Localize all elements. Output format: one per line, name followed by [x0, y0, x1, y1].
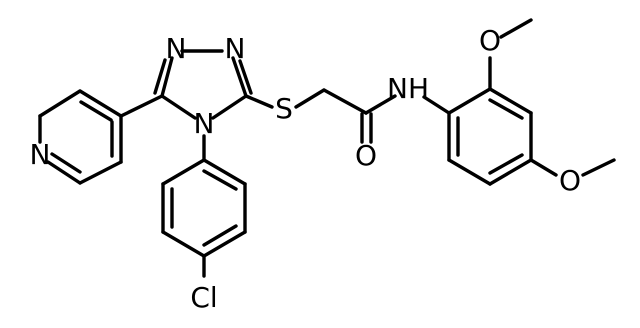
bond-nh-ring — [422, 95, 451, 115]
bond-c5-n1 — [160, 56, 174, 98]
bond-ph-c4-c5 — [202, 230, 247, 258]
bond-co-nh — [364, 94, 397, 115]
bond-c3-s — [244, 94, 274, 109]
atom-o-carbonyl: O — [355, 139, 377, 172]
bond-py-n-c5 — [46, 160, 82, 185]
atom-n-triazole-top-left: N — [166, 32, 187, 65]
atom-n-triazole-4: N — [194, 107, 215, 140]
bond-py-c1-c2 — [78, 89, 123, 118]
bond-n2-c3 — [231, 56, 248, 98]
bond-ph-c6-c1-double — [202, 169, 238, 191]
bond-ar-o-right — [529, 158, 558, 177]
atom-cl: Cl — [190, 281, 217, 314]
bond-ph-c3-c4 — [161, 230, 206, 258]
bond-py-c1-c2-double — [79, 100, 113, 122]
atom-nh-amide: NH — [387, 72, 429, 105]
bond-ar-c4-c5-double — [488, 153, 524, 175]
bond-py-n-c5-double — [50, 152, 82, 174]
atom-n-triazole-top-right: N — [225, 32, 246, 65]
bond-ch2-co — [322, 88, 368, 115]
atom-o-methoxy-top: O — [479, 24, 501, 57]
thioacetamide-linker — [244, 88, 397, 144]
bond-o-methyl-top — [499, 18, 533, 39]
bond-ph-c6-c1 — [202, 158, 247, 186]
bond-o-methyl-right — [581, 158, 616, 177]
bond-n4-c5 — [160, 94, 197, 120]
bond-ar-c2-c3-double — [488, 98, 524, 120]
bond-py-c5-c6 — [78, 160, 123, 185]
bond-py-c2-c3 — [38, 89, 82, 118]
pyridine-ring — [38, 89, 164, 185]
bond-triazole-pyridine — [119, 94, 164, 118]
bond-s-ch2 — [294, 88, 326, 109]
bond-ph-c4-c5-double — [202, 224, 238, 247]
dimethoxyphenyl-ring — [422, 18, 616, 186]
bond-ar-c4-c5 — [488, 158, 533, 186]
bond-ar-c2-c3 — [488, 87, 533, 115]
bond-ph-c1-c2 — [161, 158, 206, 186]
bond-n2-c3-double — [238, 59, 253, 95]
bond-ar-c1-c2 — [447, 87, 492, 115]
bond-c5-n1-double — [153, 58, 167, 95]
triazole-ring — [153, 49, 253, 120]
atom-o-methoxy-right: O — [559, 164, 581, 197]
atom-n-pyridine: N — [30, 138, 51, 171]
atom-s-thioether: S — [275, 92, 293, 125]
chlorophenyl-ring — [161, 134, 247, 278]
bond-c3-n4 — [211, 94, 248, 120]
bond-ar-c5-c6 — [447, 158, 492, 186]
